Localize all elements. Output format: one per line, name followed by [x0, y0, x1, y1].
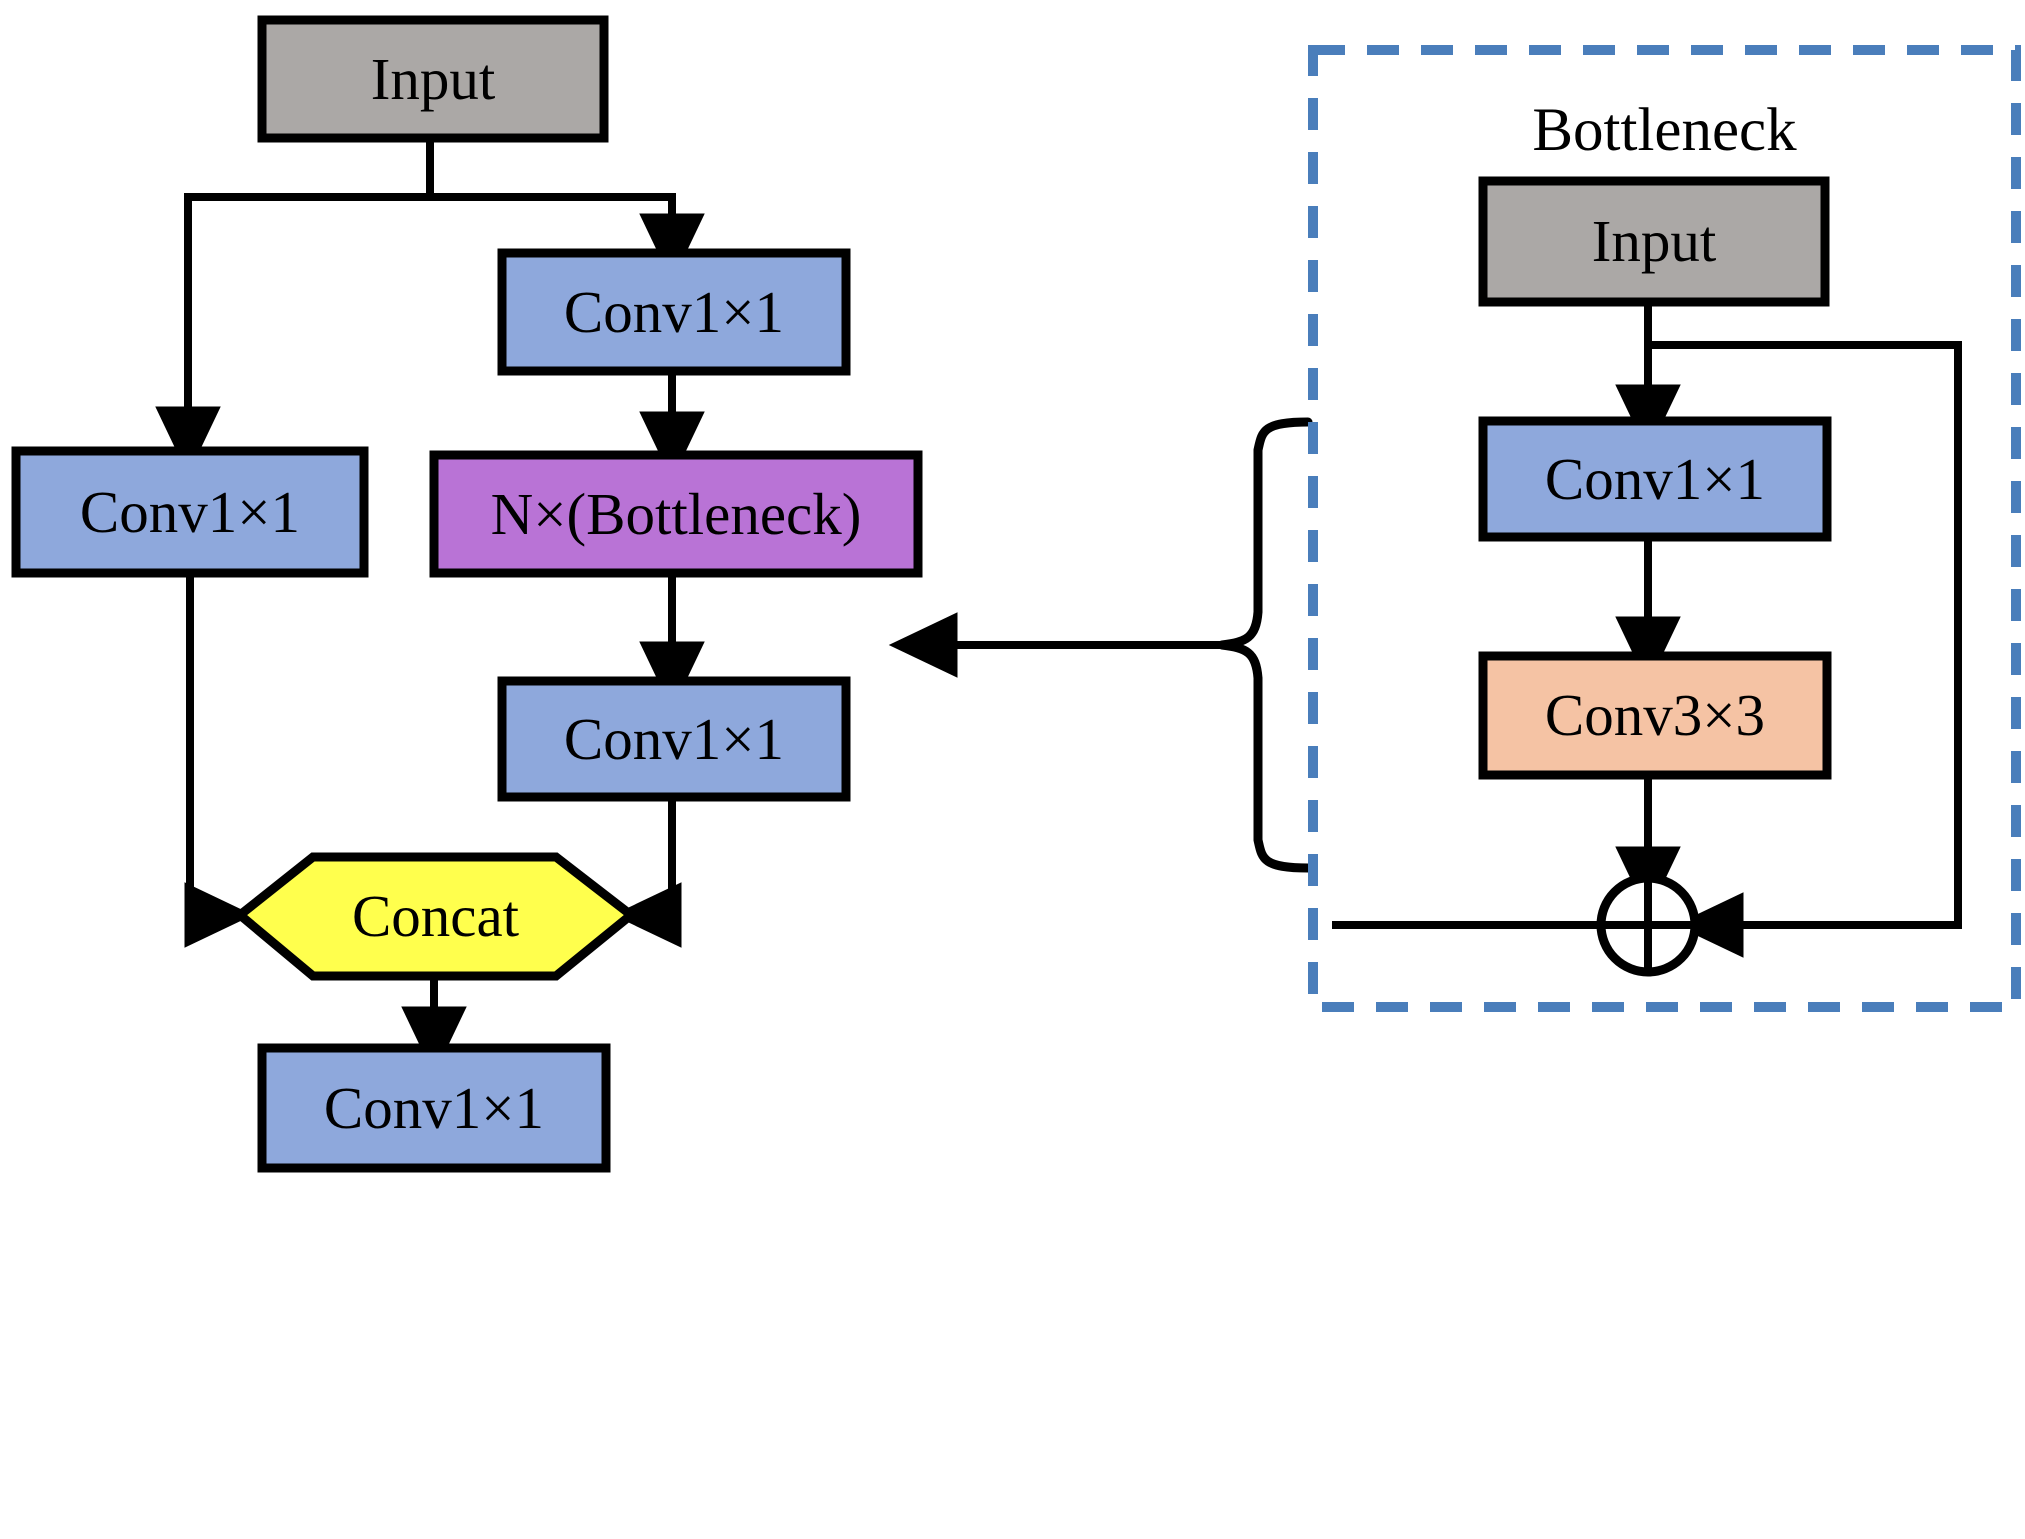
node-bn-conv1x1[interactable]: [1478, 416, 1832, 542]
bottleneck-detail-panel: [1308, 45, 2021, 1012]
node-input[interactable]: [257, 15, 609, 143]
node-output-conv1x1[interactable]: [257, 1043, 611, 1173]
node-add-circle[interactable]: [1596, 873, 1700, 977]
node-concat[interactable]: [232, 852, 639, 981]
connector-left-conv-to-concat: [184, 573, 254, 948]
node-right-conv1x1[interactable]: [497, 248, 851, 376]
node-n-bottleneck[interactable]: [429, 450, 923, 578]
node-bn-input[interactable]: [1478, 176, 1830, 307]
brace-bottleneck-expand: [888, 417, 1313, 873]
connector-input-to-split: [188, 138, 672, 201]
connector-conv-to-concat-right: [612, 797, 682, 948]
node-bn-conv3x3[interactable]: [1478, 651, 1832, 780]
node-left-conv1x1[interactable]: [11, 446, 369, 578]
node-post-bottleneck-conv1x1[interactable]: [497, 676, 851, 802]
